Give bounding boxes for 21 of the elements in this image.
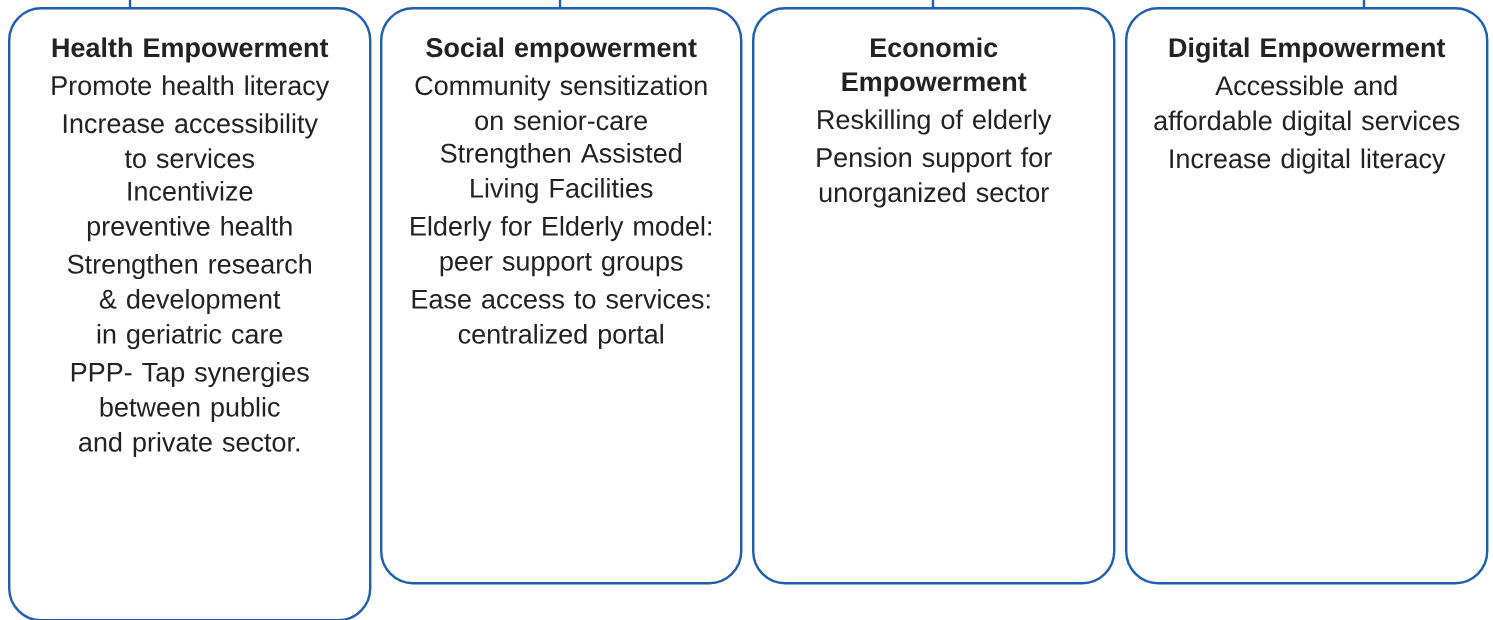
- list-item: Increase accessibility to services: [63, 113, 318, 169]
- list-item: Strengthen research & development in geriatric care: [67, 253, 311, 350]
- connector-line: [558, 0, 562, 7]
- list-item: Ease access to services: centralized portal: [412, 288, 710, 350]
- list-item: Incentivize preventive health: [87, 180, 292, 242]
- list-item: Increase digital literacy: [1170, 148, 1446, 174]
- card-heading: Economic Empowerment: [842, 37, 1027, 97]
- card-heading: Digital Empowerment: [1169, 37, 1446, 63]
- connector-line: [128, 0, 132, 7]
- list-item: Strengthen Assisted Living Facilities: [440, 143, 681, 204]
- card-heading: Social empowerment: [426, 37, 697, 63]
- list-item: Pension support for unorganized sector: [817, 147, 1052, 208]
- card-heading: Health Empowerment: [52, 37, 329, 63]
- list-item: Community sensitization on senior-care: [415, 75, 707, 131]
- list-item: PPP- Tap synergies between public and private sector.: [71, 361, 309, 458]
- list-item: Accessible and affordable digital services: [1154, 75, 1460, 136]
- connector-line: [931, 0, 935, 7]
- connector-line: [1362, 0, 1366, 7]
- list-item: Elderly for Elderly model: peer support groups: [411, 215, 711, 277]
- list-item: Promote health literacy: [52, 75, 330, 101]
- list-item: Reskilling of elderly: [818, 109, 1052, 135]
